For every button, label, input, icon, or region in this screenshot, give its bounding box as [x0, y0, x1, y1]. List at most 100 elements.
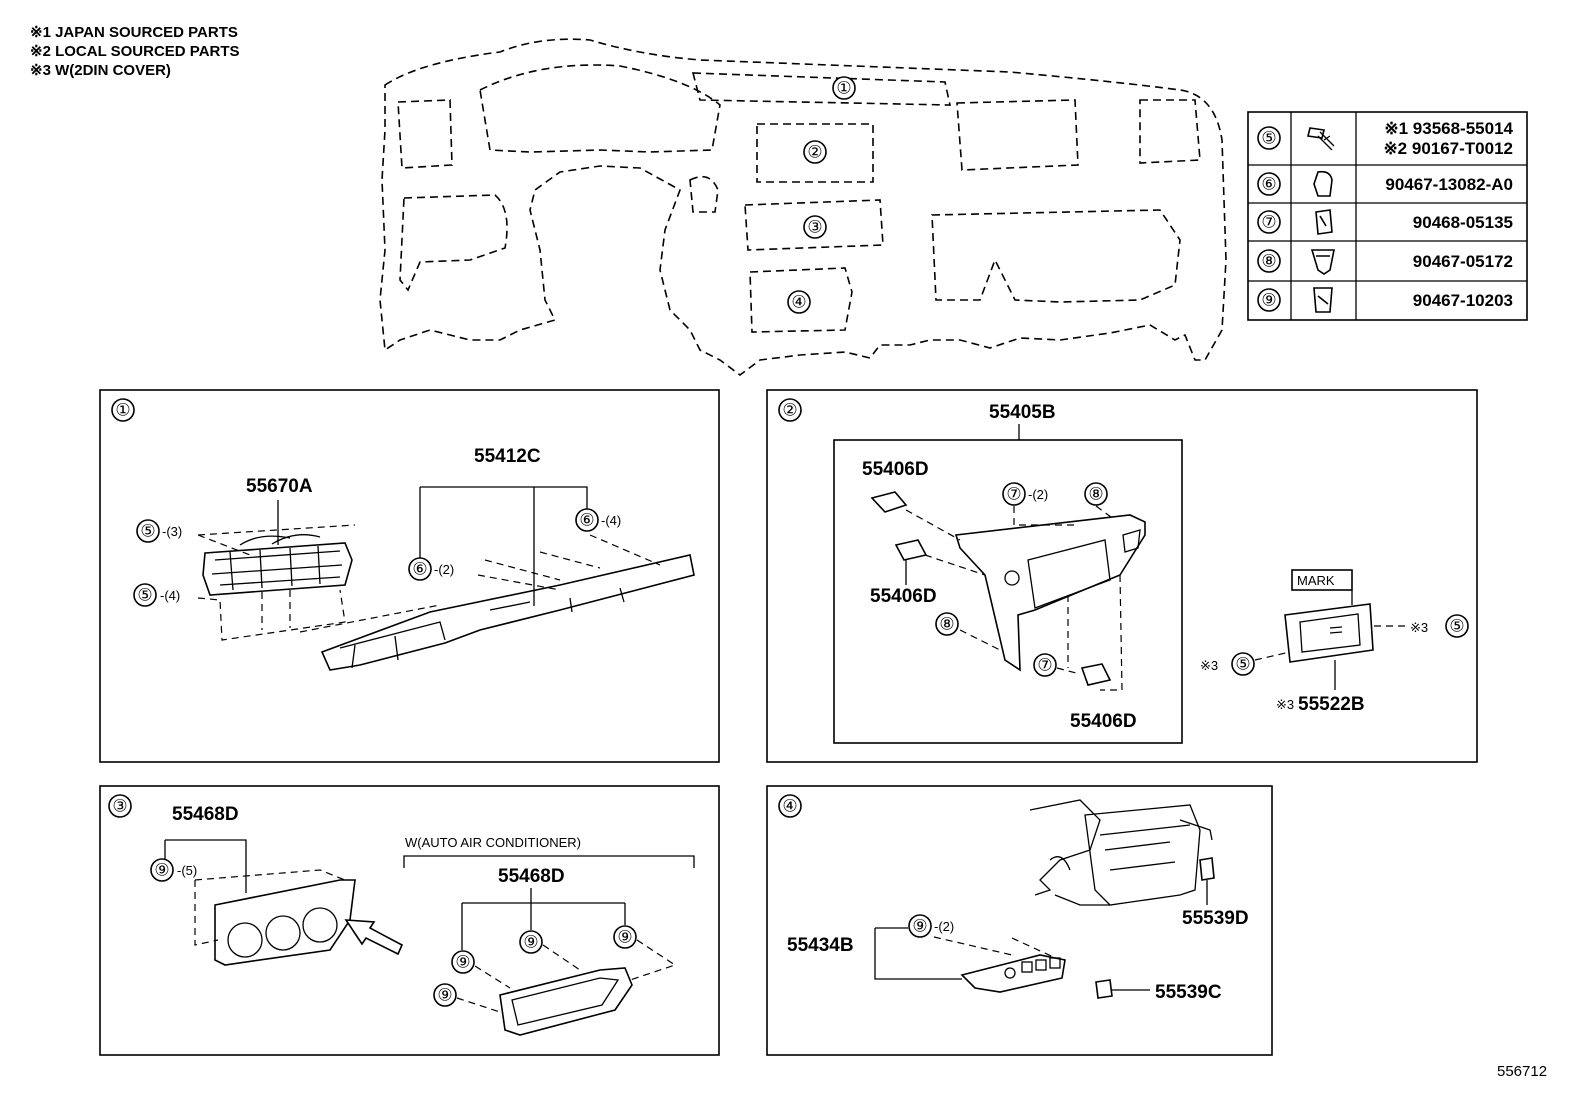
right-vent — [956, 99, 1079, 171]
fastener-9-qty2: ⑨ -(2) — [908, 914, 954, 938]
fastener-5-left: ※3 ⑤ — [1200, 652, 1255, 676]
svg-text:⑤: ⑤ — [1261, 129, 1276, 148]
part-55406D-bottom: 55406D — [1070, 711, 1137, 732]
table-row-9: ⑨ 90467-10203 — [1257, 287, 1513, 313]
fastener-7-qty2: ⑦ -(2) — [1002, 482, 1048, 506]
svg-text:-(2): -(2) — [434, 562, 454, 577]
part-55539C: 55539C — [1155, 982, 1222, 1003]
svg-text:④: ④ — [791, 293, 806, 312]
svg-text:※3: ※3 — [1410, 620, 1428, 635]
svg-text:⑦: ⑦ — [1261, 213, 1276, 232]
note-2: ※2 LOCAL SOURCED PARTS — [30, 43, 240, 60]
part-55468D-right: 55468D — [498, 866, 565, 887]
fastener-table: ⑤ ※1 93568-55014 ※2 90167-T0012 ⑥ 90467-… — [1247, 111, 1528, 321]
fastener-9-c: ⑨ — [613, 925, 637, 949]
panel-3-ref: ③ — [112, 797, 127, 816]
overview-marker-3: ③ — [803, 215, 827, 239]
svg-text:90468-05135: 90468-05135 — [1413, 213, 1513, 232]
svg-text:⑥: ⑥ — [1261, 175, 1276, 194]
svg-text:③: ③ — [807, 218, 822, 237]
panel-3: ③ 55468D ⑨ -(5) W(AUTO AIR CONDITIONER) … — [99, 785, 720, 1056]
panel-1-ref: ① — [115, 401, 130, 420]
svg-text:-(4): -(4) — [601, 513, 621, 528]
svg-text:※3: ※3 — [1200, 658, 1218, 673]
bezel-55405B — [954, 514, 1146, 672]
fastener-5-qty4: ⑤ -(4) — [133, 583, 180, 607]
fastener-9-a: ⑨ — [451, 950, 475, 974]
fastener-7-bottom: ⑦ — [1033, 653, 1057, 677]
fastener-8-left: ⑧ — [935, 612, 959, 636]
svg-text:⑤: ⑤ — [137, 586, 152, 605]
cover-55522B — [1284, 603, 1374, 663]
note-3: ※3 W(2DIN COVER) — [30, 62, 171, 79]
svg-text:90467-05172: 90467-05172 — [1413, 252, 1513, 271]
svg-text:⑧: ⑧ — [1261, 252, 1276, 271]
panel-4-ref: ④ — [782, 797, 797, 816]
fastener-5-right: ※3 ⑤ — [1410, 614, 1469, 638]
table-row-8: ⑧ 90467-05172 — [1257, 249, 1513, 275]
table-row-6: ⑥ 90467-13082-A0 — [1257, 170, 1513, 197]
svg-text:⑨: ⑨ — [1261, 291, 1276, 310]
svg-text:⑨: ⑨ — [154, 861, 169, 880]
note-1: ※1 JAPAN SOURCED PARTS — [30, 24, 238, 41]
region-3 — [744, 199, 884, 251]
part-55406D-top: 55406D — [862, 459, 929, 480]
svg-text:⑨: ⑨ — [523, 933, 538, 952]
svg-text:-(2): -(2) — [934, 919, 954, 934]
table-row-5: ⑤ ※1 93568-55014 ※2 90167-T0012 — [1257, 119, 1514, 158]
svg-text:⑨: ⑨ — [437, 986, 452, 1005]
svg-text:※1 93568-55014: ※1 93568-55014 — [1384, 119, 1513, 138]
switch-panel-55434B — [960, 954, 1066, 993]
lower-knob — [689, 175, 719, 213]
overview-marker-2: ② — [803, 140, 827, 164]
upper-center-panel — [691, 72, 951, 106]
svg-text:⑤: ⑤ — [1235, 655, 1250, 674]
arrow-icon — [344, 919, 404, 956]
svg-text:①: ① — [836, 79, 851, 98]
svg-text:⑧: ⑧ — [939, 615, 954, 634]
notes: ※1 JAPAN SOURCED PARTS ※2 LOCAL SOURCED … — [30, 24, 240, 79]
clip-icon — [1310, 249, 1335, 275]
part-55434B: 55434B — [787, 935, 854, 956]
overview-marker-4: ④ — [787, 290, 811, 314]
figure-id: 556712 — [1497, 1063, 1547, 1080]
fastener-6-qty4: ⑥ -(4) — [575, 508, 621, 532]
clip-icon — [1313, 170, 1333, 197]
fastener-6-qty2: ⑥ -(2) — [408, 557, 454, 581]
svg-text:MARK: MARK — [1297, 573, 1335, 588]
left-lower-panel — [399, 194, 508, 292]
panel-2: ② 55405B 55406D 55406D 55406D ⑦ -(2) ⑧ — [766, 389, 1478, 763]
svg-text:⑥: ⑥ — [412, 560, 427, 579]
svg-text:-(4): -(4) — [160, 588, 180, 603]
fastener-8-top: ⑧ — [1084, 482, 1108, 506]
dashboard-outline — [379, 38, 1227, 376]
part-55405B: 55405B — [989, 402, 1056, 423]
ac-panel-right — [499, 967, 633, 1036]
svg-text:⑥: ⑥ — [579, 511, 594, 530]
screw-icon — [1307, 127, 1335, 151]
panel-4: ④ 55539D ⑨ -(2) 55434B 55539C — [766, 785, 1273, 1056]
svg-text:②: ② — [807, 143, 822, 162]
svg-text:※2 90167-T0012: ※2 90167-T0012 — [1383, 139, 1513, 158]
fastener-9-b: ⑨ — [519, 930, 543, 954]
svg-text:⑧: ⑧ — [1088, 485, 1103, 504]
svg-text:⑨: ⑨ — [455, 953, 470, 972]
svg-text:⑨: ⑨ — [912, 917, 927, 936]
far-right-vent — [1139, 99, 1201, 164]
table-row-7: ⑦ 90468-05135 — [1257, 209, 1513, 235]
left-vent — [397, 99, 453, 169]
part-55468D-left: 55468D — [172, 804, 239, 825]
fastener-9-qty5: ⑨ -(5) — [150, 858, 197, 882]
panel-2-ref: ② — [782, 401, 797, 420]
dash-cutaway — [1029, 799, 1213, 906]
svg-text:⑤: ⑤ — [1449, 617, 1464, 636]
part-55412C: 55412C — [474, 446, 541, 467]
svg-text:⑦: ⑦ — [1006, 485, 1021, 504]
part-55670A: 55670A — [246, 476, 313, 497]
svg-text:90467-13082-A0: 90467-13082-A0 — [1385, 175, 1513, 194]
glovebox — [931, 209, 1181, 303]
fastener-9-d: ⑨ — [433, 983, 457, 1007]
clip-icon — [1313, 287, 1333, 313]
svg-text:-(3): -(3) — [162, 524, 182, 539]
